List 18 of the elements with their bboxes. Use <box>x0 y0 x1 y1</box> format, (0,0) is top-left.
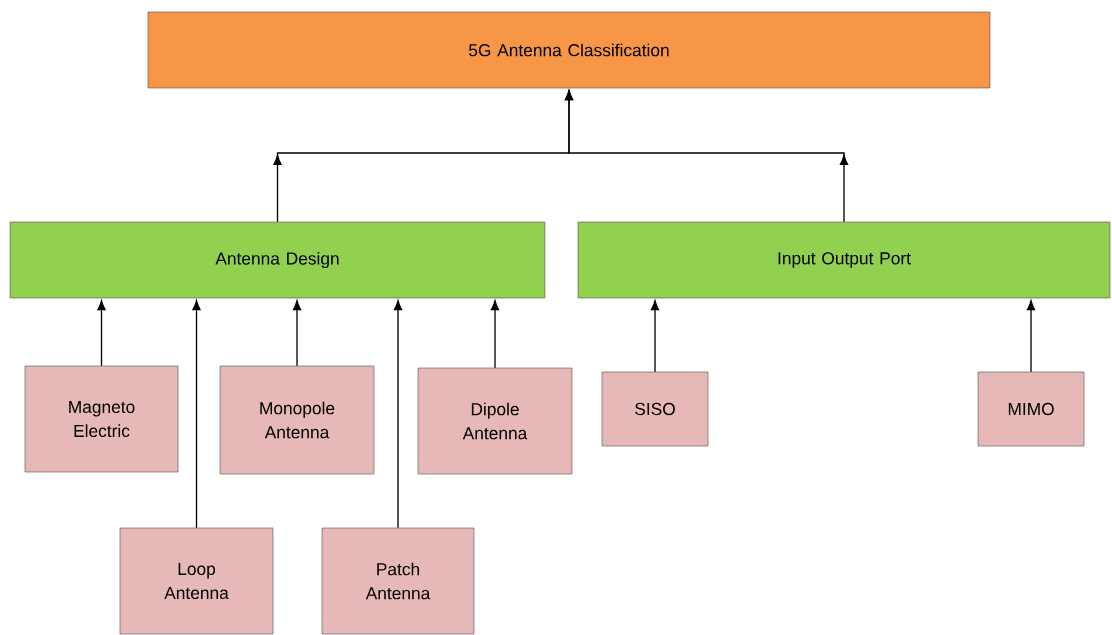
arrow <box>1026 300 1036 373</box>
type-box: MIMO <box>977 371 1085 447</box>
arrow <box>393 300 403 529</box>
type-box: Loop Antenna <box>119 527 274 635</box>
type-box: SISO <box>601 371 709 447</box>
arrow <box>97 300 106 367</box>
arrow <box>192 300 201 529</box>
category-box: Input Output Port <box>577 221 1111 299</box>
category-box: Antenna Design <box>9 221 546 299</box>
arrow <box>490 300 500 369</box>
arrow <box>292 300 302 367</box>
type-box: Patch Antenna <box>321 527 475 635</box>
type-box: Monopole Antenna <box>219 365 375 475</box>
title-box: 5G Antenna Classification <box>147 11 991 89</box>
arrow <box>650 300 660 373</box>
type-box: Dipole Antenna <box>417 367 573 475</box>
type-box: Magneto Electric <box>24 365 179 473</box>
arrow <box>564 90 849 223</box>
